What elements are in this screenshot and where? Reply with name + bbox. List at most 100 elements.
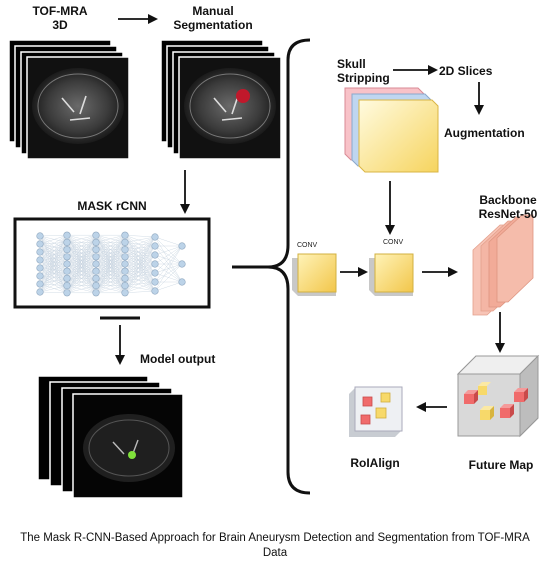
nn-edge xyxy=(39,267,68,272)
nn-edge xyxy=(39,251,68,293)
manual-segmentation-label: Manual Segmentation xyxy=(173,4,253,32)
nn-edge xyxy=(39,235,68,253)
nn-edge xyxy=(39,235,68,237)
nn-edge xyxy=(66,242,97,293)
nn-node xyxy=(178,242,186,250)
nn-edge xyxy=(39,235,68,293)
nn-edge xyxy=(39,251,68,272)
nn-edge xyxy=(154,281,183,292)
nn-node xyxy=(63,253,71,261)
figure-caption: The Mask R-CNN-Based Approach for Brain … xyxy=(20,532,530,559)
mask-rcnn-network-box xyxy=(13,217,211,309)
nn-edge xyxy=(95,235,126,265)
nn-node xyxy=(36,248,44,256)
nn-edge xyxy=(66,271,97,293)
nn-node xyxy=(36,256,44,264)
conv1-label: CONV xyxy=(297,242,318,249)
nn-edge xyxy=(39,256,68,261)
nn-edge xyxy=(39,263,68,269)
nn-edge xyxy=(39,243,68,250)
nn-node xyxy=(36,264,44,272)
nn-edge xyxy=(39,249,68,277)
nn-edge xyxy=(95,263,126,293)
nn-edge xyxy=(95,285,126,293)
nn-edge xyxy=(124,281,156,293)
roialign-label: RoIAlign xyxy=(350,456,400,470)
nn-node xyxy=(36,280,44,288)
nn-edge xyxy=(154,245,183,292)
nn-edge xyxy=(154,245,183,274)
nn-edge xyxy=(39,242,68,245)
nn-edge xyxy=(39,235,68,261)
nn-edge xyxy=(124,236,156,250)
nn-edge xyxy=(95,256,126,293)
nn-edge xyxy=(39,267,68,293)
nn-edge xyxy=(39,235,68,265)
nn-edge xyxy=(39,235,68,243)
nn-node xyxy=(121,274,129,283)
tof-mra-image-stack xyxy=(8,39,130,160)
nn-node xyxy=(151,260,159,268)
nn-edge xyxy=(66,278,97,293)
feature-cube-yellow-1 xyxy=(480,406,494,420)
nn-edge xyxy=(66,256,97,293)
nn-node xyxy=(63,267,71,275)
tof-mra-label: TOF-MRA 3D xyxy=(32,4,88,32)
nn-edge xyxy=(39,271,68,277)
nn-node xyxy=(92,274,100,283)
nn-edge xyxy=(66,285,97,293)
manual-segmentation-image-stack xyxy=(160,39,282,160)
conv-block-2 xyxy=(369,253,414,296)
nn-edge xyxy=(124,263,156,293)
nn-node xyxy=(121,246,129,254)
mask-rcnn-label: MASK rCNN xyxy=(77,199,147,213)
roialign-panel xyxy=(349,386,403,437)
nn-edge xyxy=(39,235,68,279)
nn-edge xyxy=(39,263,68,277)
nn-edge xyxy=(124,245,156,265)
nn-edge xyxy=(124,235,156,265)
nn-node xyxy=(92,238,100,246)
nn-edge xyxy=(39,275,68,286)
nn-edge xyxy=(124,235,156,256)
nn-node xyxy=(178,260,186,268)
nn-edge xyxy=(39,243,68,279)
nn-edge xyxy=(124,236,156,293)
nn-edge xyxy=(39,251,68,279)
nn-node xyxy=(63,238,71,246)
nn-edge xyxy=(124,236,156,286)
nn-edge xyxy=(124,272,156,293)
nn-edge xyxy=(124,263,156,279)
nn-edge xyxy=(154,236,183,247)
nn-edge xyxy=(154,245,183,256)
nn-node xyxy=(151,269,159,277)
nn-node xyxy=(121,231,129,239)
nn-edge xyxy=(39,275,68,279)
nn-node xyxy=(63,260,71,268)
nn-node xyxy=(121,289,129,297)
nn-edge xyxy=(39,243,68,265)
feature-cube-red-3 xyxy=(514,388,528,402)
nn-edge xyxy=(95,249,126,293)
nn-edge xyxy=(95,235,126,243)
skull-stripping-label: Skull Stripping xyxy=(337,57,390,85)
nn-edge xyxy=(124,236,156,243)
nn-edge xyxy=(124,254,156,279)
backbone-label: Backbone ResNet-50 xyxy=(478,193,538,221)
nn-edge xyxy=(124,254,156,293)
nn-edge xyxy=(39,242,68,253)
nn-edge xyxy=(124,236,156,265)
nn-node xyxy=(121,238,129,246)
nn-edge xyxy=(39,251,68,286)
nn-node xyxy=(92,231,100,239)
nn-edge xyxy=(39,291,68,293)
nn-edge xyxy=(124,236,156,272)
nn-edge xyxy=(124,245,156,272)
nn-edge xyxy=(124,254,156,257)
nn-edge xyxy=(124,290,156,293)
feature-cube-red-2 xyxy=(500,404,514,418)
nn-edge xyxy=(39,235,68,286)
nn-edge xyxy=(39,242,68,261)
feature-cube-yellow-2 xyxy=(478,382,491,395)
nn-edge xyxy=(95,235,126,286)
